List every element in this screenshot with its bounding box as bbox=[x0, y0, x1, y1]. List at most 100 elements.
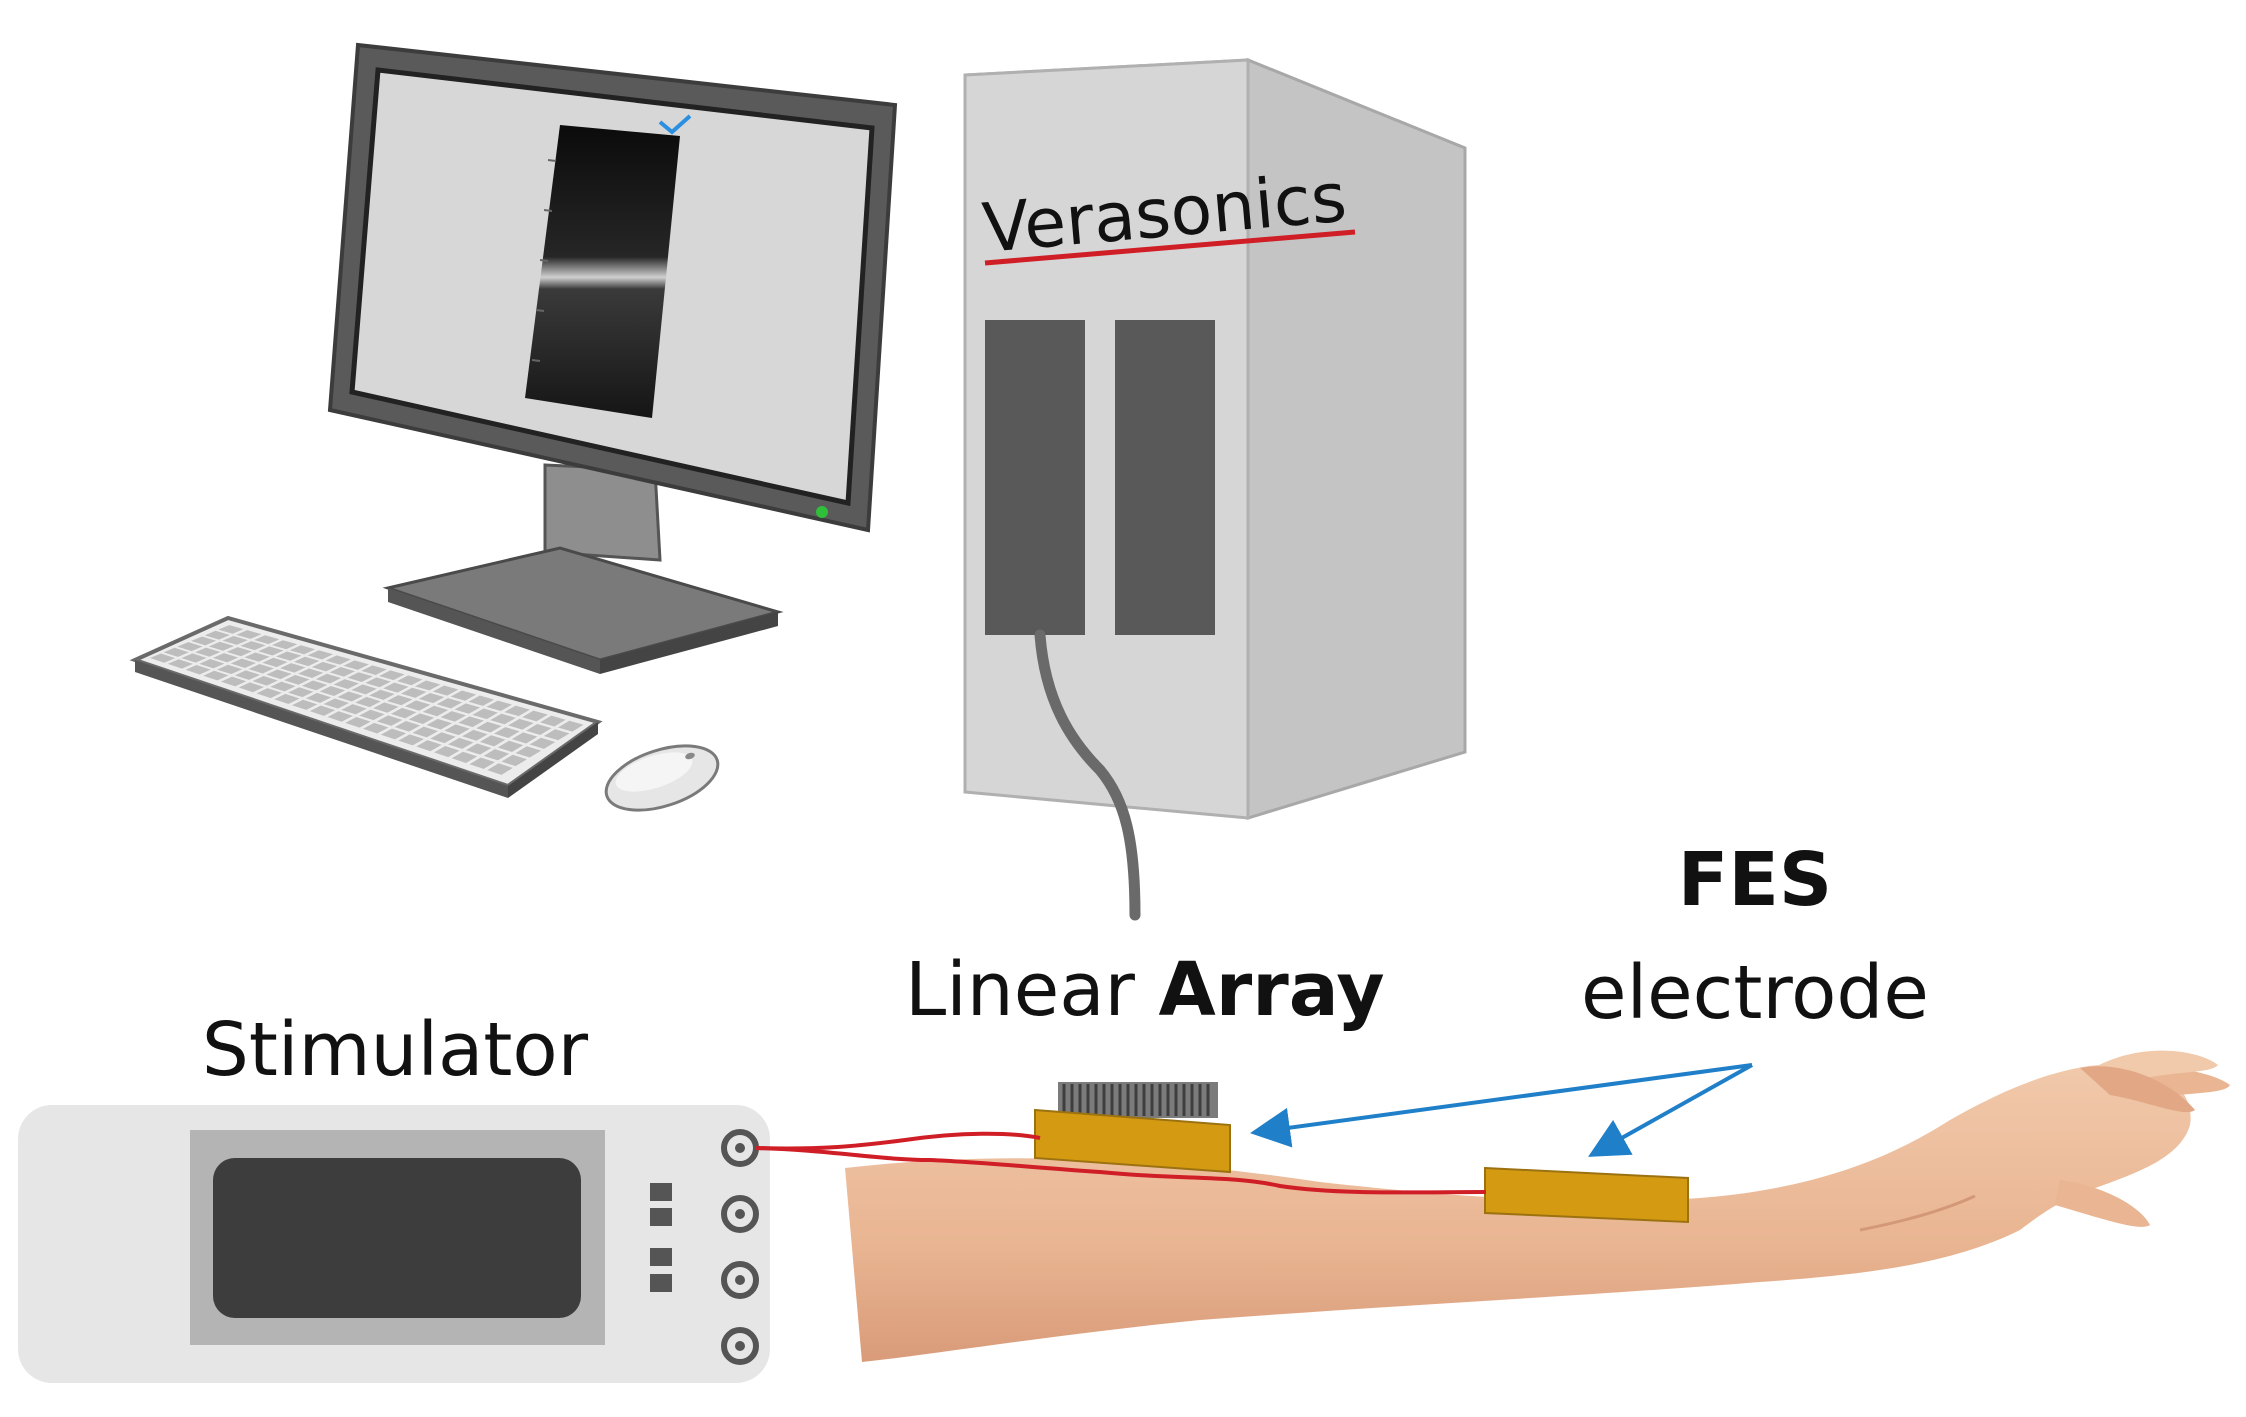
keyboard-key bbox=[434, 745, 460, 758]
keyboard-key bbox=[181, 653, 207, 663]
mouse-highlight bbox=[615, 752, 693, 792]
keyboard-key bbox=[262, 657, 288, 668]
keyboard-key bbox=[557, 720, 584, 732]
keyboard-keys bbox=[150, 625, 584, 775]
keyboard-key bbox=[440, 711, 467, 722]
keyboard-key bbox=[343, 660, 369, 670]
keyboard-key bbox=[236, 630, 262, 639]
keyboard-key bbox=[469, 757, 496, 769]
keyboard-key bbox=[191, 636, 217, 646]
keyboard-key bbox=[280, 663, 306, 673]
keyboard-key bbox=[288, 687, 314, 698]
stimulator-button-2 bbox=[650, 1208, 672, 1226]
ultrasound-image bbox=[525, 125, 680, 418]
ultrasound-system-tower-icon: Verasonics bbox=[963, 57, 1467, 821]
keyboard-key bbox=[199, 659, 225, 669]
tower-bay-left bbox=[985, 320, 1085, 635]
keyboard-key bbox=[436, 698, 463, 709]
keyboard-key bbox=[325, 655, 351, 665]
keyboard-key bbox=[494, 727, 520, 739]
verasonics-underline bbox=[984, 229, 1356, 266]
keyboard-key bbox=[329, 667, 355, 677]
keyboard-key bbox=[462, 729, 488, 741]
monitor-stand-base-edge bbox=[388, 588, 600, 674]
keyboard-key bbox=[444, 724, 470, 736]
monitor-stand-base-side bbox=[600, 612, 778, 674]
stimulator-port-2 bbox=[721, 1195, 759, 1233]
keyboard-key bbox=[301, 680, 328, 691]
keyboard-key bbox=[412, 726, 438, 738]
keyboard-key bbox=[226, 647, 252, 657]
keyboard-key bbox=[238, 682, 264, 693]
array-label-part: Array bbox=[1159, 947, 1385, 1033]
keyboard-key bbox=[203, 670, 229, 681]
keyboard-key bbox=[365, 677, 391, 688]
keyboard-key bbox=[511, 732, 538, 744]
keyboard-key bbox=[422, 705, 449, 717]
probe-element-lines bbox=[1062, 1084, 1210, 1116]
stimulator-screen bbox=[213, 1158, 581, 1318]
mouse-wheel bbox=[685, 752, 695, 760]
keyboard-key bbox=[487, 763, 513, 775]
keyboard-key bbox=[292, 699, 318, 710]
thumb bbox=[2055, 1180, 2150, 1227]
stimulator-button-4 bbox=[650, 1274, 672, 1292]
keyboard-key bbox=[297, 668, 324, 679]
keyboard-key bbox=[195, 647, 221, 657]
probe-cable bbox=[1034, 629, 1141, 921]
keyboard-key bbox=[284, 675, 310, 685]
keyboard-key bbox=[311, 661, 338, 672]
keyboard-key bbox=[497, 740, 524, 752]
keyboard-key bbox=[525, 724, 552, 735]
keyboard-key bbox=[490, 713, 516, 725]
keyboard-key bbox=[221, 676, 247, 687]
keyboard-key bbox=[363, 722, 389, 734]
keyboard-key bbox=[454, 703, 481, 714]
screen-logo-icon bbox=[658, 114, 692, 135]
monitor-stand-base bbox=[382, 546, 784, 662]
keyboard-key bbox=[458, 716, 484, 728]
fes-label: FES bbox=[1678, 837, 1832, 923]
stimulator-wire-2 bbox=[755, 1146, 1487, 1195]
keyboard-key bbox=[323, 698, 349, 709]
arrow-to-electrode-1 bbox=[1250, 1063, 1753, 1148]
keyboard-key bbox=[212, 653, 239, 663]
keyboard-key bbox=[472, 708, 498, 720]
keyboard-key bbox=[383, 682, 409, 693]
tower-bay-right bbox=[1115, 320, 1215, 635]
keyboard-key bbox=[252, 675, 278, 686]
keyboard-key bbox=[167, 659, 193, 669]
keyboard-key bbox=[390, 707, 417, 719]
keyboard-key bbox=[479, 735, 506, 747]
keyboard-key bbox=[185, 665, 211, 675]
keyboard-key bbox=[355, 696, 381, 708]
keyboard-key bbox=[468, 695, 495, 706]
keyboard-icon bbox=[129, 615, 603, 798]
probe-head bbox=[1058, 1082, 1218, 1118]
keyboard-key bbox=[208, 641, 235, 651]
keyboard-key bbox=[222, 635, 248, 645]
keyboard-key bbox=[529, 737, 556, 749]
keyboard-key bbox=[345, 717, 371, 728]
keyboard-key bbox=[401, 687, 427, 698]
keyboard-key bbox=[486, 700, 513, 712]
keyboard-key bbox=[418, 692, 445, 704]
keyboard-key bbox=[416, 740, 442, 752]
keyboard-key bbox=[369, 689, 395, 700]
keyboard-key bbox=[319, 685, 346, 696]
keyboard-key bbox=[256, 688, 282, 699]
keyboard-key bbox=[540, 715, 566, 727]
keyboard-key bbox=[177, 642, 203, 652]
keyboard-key bbox=[271, 640, 298, 650]
stimulator-wire-1 bbox=[755, 1131, 1041, 1151]
keyboard-key bbox=[204, 630, 230, 640]
keyboard-key bbox=[309, 705, 336, 716]
keyboard-key bbox=[244, 652, 270, 662]
computer-monitor-icon bbox=[327, 42, 898, 674]
keyboard-key bbox=[230, 658, 256, 668]
keyboard-key bbox=[150, 653, 176, 663]
keyboard-key bbox=[373, 702, 399, 713]
keyboard-key bbox=[451, 751, 478, 764]
keyboard-key bbox=[380, 728, 407, 740]
